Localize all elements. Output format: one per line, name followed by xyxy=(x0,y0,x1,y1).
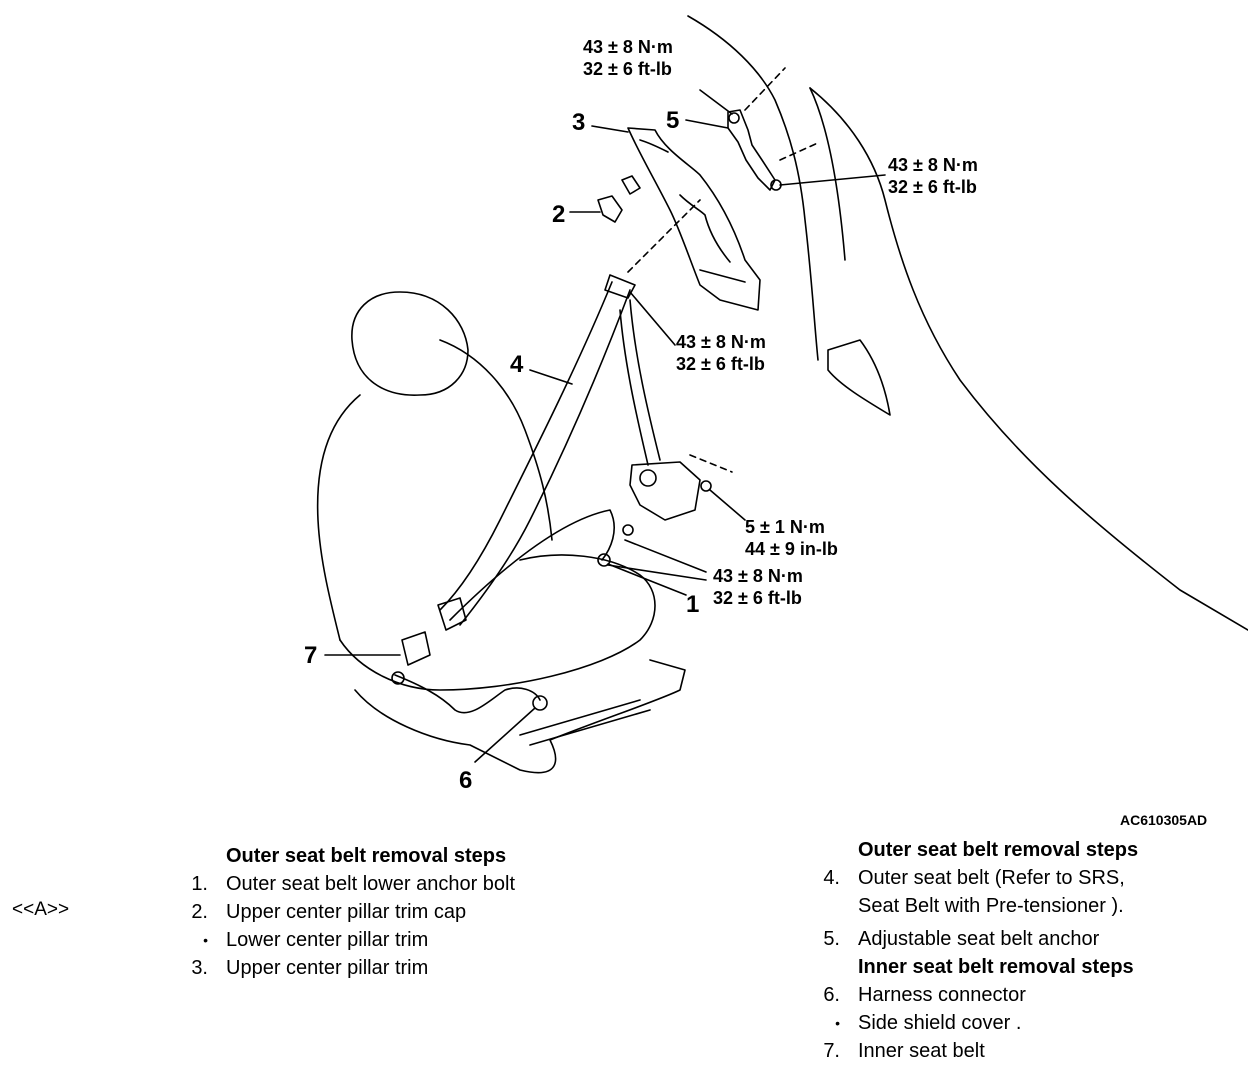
left-steps-column: Outer seat belt removal steps 1. Outer se… xyxy=(168,842,515,982)
left-steps-heading: Outer seat belt removal steps xyxy=(226,845,507,867)
torque-upper-anchor-nm: 43 ± 8 N·m xyxy=(676,332,766,352)
step-text: Upper center pillar trim xyxy=(226,957,429,979)
adjustable-seat-belt-anchor xyxy=(727,109,782,191)
bullet-icon: • xyxy=(203,932,208,948)
step-text: Lower center pillar trim xyxy=(226,929,429,951)
step-7: 7. Inner seat belt xyxy=(800,1037,1138,1065)
step-text: Outer seat belt (Refer to SRS, xyxy=(858,867,1125,889)
body-panel-outline xyxy=(687,15,1248,631)
step-text: Upper center pillar trim cap xyxy=(226,901,467,923)
torque-retractor-nm: 5 ± 1 N·m xyxy=(745,517,825,537)
callout-6: 6 xyxy=(459,767,472,794)
callout-1: 1 xyxy=(686,591,699,618)
bullet-icon: • xyxy=(835,1015,840,1031)
callout-2: 2 xyxy=(552,201,565,228)
upper-center-pillar-trim xyxy=(627,127,761,311)
step-6: 6. Harness connector xyxy=(800,981,1138,1009)
assembly-dash-lines xyxy=(627,67,821,473)
step-number: 7. xyxy=(823,1040,840,1062)
step-bullet-lower-trim: • Lower center pillar trim xyxy=(168,926,515,954)
step-number: 1. xyxy=(191,873,208,895)
torque-lower-anchor-nm: 43 ± 8 N·m xyxy=(713,566,803,586)
step-number: 3. xyxy=(191,957,208,979)
step-number: 2. xyxy=(191,901,208,923)
figure-id: AC610305AD xyxy=(1120,812,1208,828)
reference-mark: <<A>> xyxy=(12,899,70,920)
torque-top-upper-ftlb: 32 ± 6 ft-lb xyxy=(583,59,672,79)
step-1: 1. Outer seat belt lower anchor bolt xyxy=(168,870,515,898)
callout-3: 3 xyxy=(572,109,585,136)
step-2: 2. Upper center pillar trim cap xyxy=(168,898,515,926)
step-5: 5. Adjustable seat belt anchor xyxy=(800,925,1138,953)
torque-lower-anchor-ftlb: 32 ± 6 ft-lb xyxy=(713,588,802,608)
inner-seat-belt xyxy=(391,631,548,714)
seat-belt-diagram: 1 2 3 4 5 6 7 43 ± 8 N·m 32 ± 6 ft-lb 43… xyxy=(304,15,1248,794)
callout-4: 4 xyxy=(510,351,524,378)
torque-top-upper-nm: 43 ± 8 N·m xyxy=(583,37,673,57)
torque-top-right-nm: 43 ± 8 N·m xyxy=(888,155,978,175)
step-text: Outer seat belt lower anchor bolt xyxy=(226,873,516,895)
callout-5: 5 xyxy=(666,107,679,134)
inner-steps-heading: Inner seat belt removal steps xyxy=(858,956,1134,978)
step-3: 3. Upper center pillar trim xyxy=(168,954,515,982)
callout-7: 7 xyxy=(304,642,317,669)
torque-upper-anchor-ftlb: 32 ± 6 ft-lb xyxy=(676,354,765,374)
step-number: 5. xyxy=(823,928,840,950)
right-steps-column: Outer seat belt removal steps 4. Outer se… xyxy=(800,836,1138,1065)
step-number: 4. xyxy=(823,867,840,889)
step-text: Side shield cover . xyxy=(858,1012,1022,1034)
step-number: 6. xyxy=(823,984,840,1006)
step-bullet-side-shield: • Side shield cover . xyxy=(800,1009,1138,1037)
upper-center-pillar-trim-cap xyxy=(597,175,641,223)
step-text: Adjustable seat belt anchor xyxy=(858,928,1100,950)
torque-top-right-ftlb: 32 ± 6 ft-lb xyxy=(888,177,977,197)
seat-outline xyxy=(316,291,686,774)
step-text-continued: Seat Belt with Pre-tensioner ). xyxy=(858,895,1124,917)
step-text: Inner seat belt xyxy=(858,1040,985,1062)
torque-retractor-inlb: 44 ± 9 in-lb xyxy=(745,539,838,559)
right-steps-heading: Outer seat belt removal steps xyxy=(858,839,1139,861)
step-4: 4. Outer seat belt (Refer to SRS, xyxy=(800,864,1138,892)
step-text: Harness connector xyxy=(858,984,1026,1006)
outer-seat-belt xyxy=(437,274,712,631)
callout-leaders xyxy=(324,89,886,763)
